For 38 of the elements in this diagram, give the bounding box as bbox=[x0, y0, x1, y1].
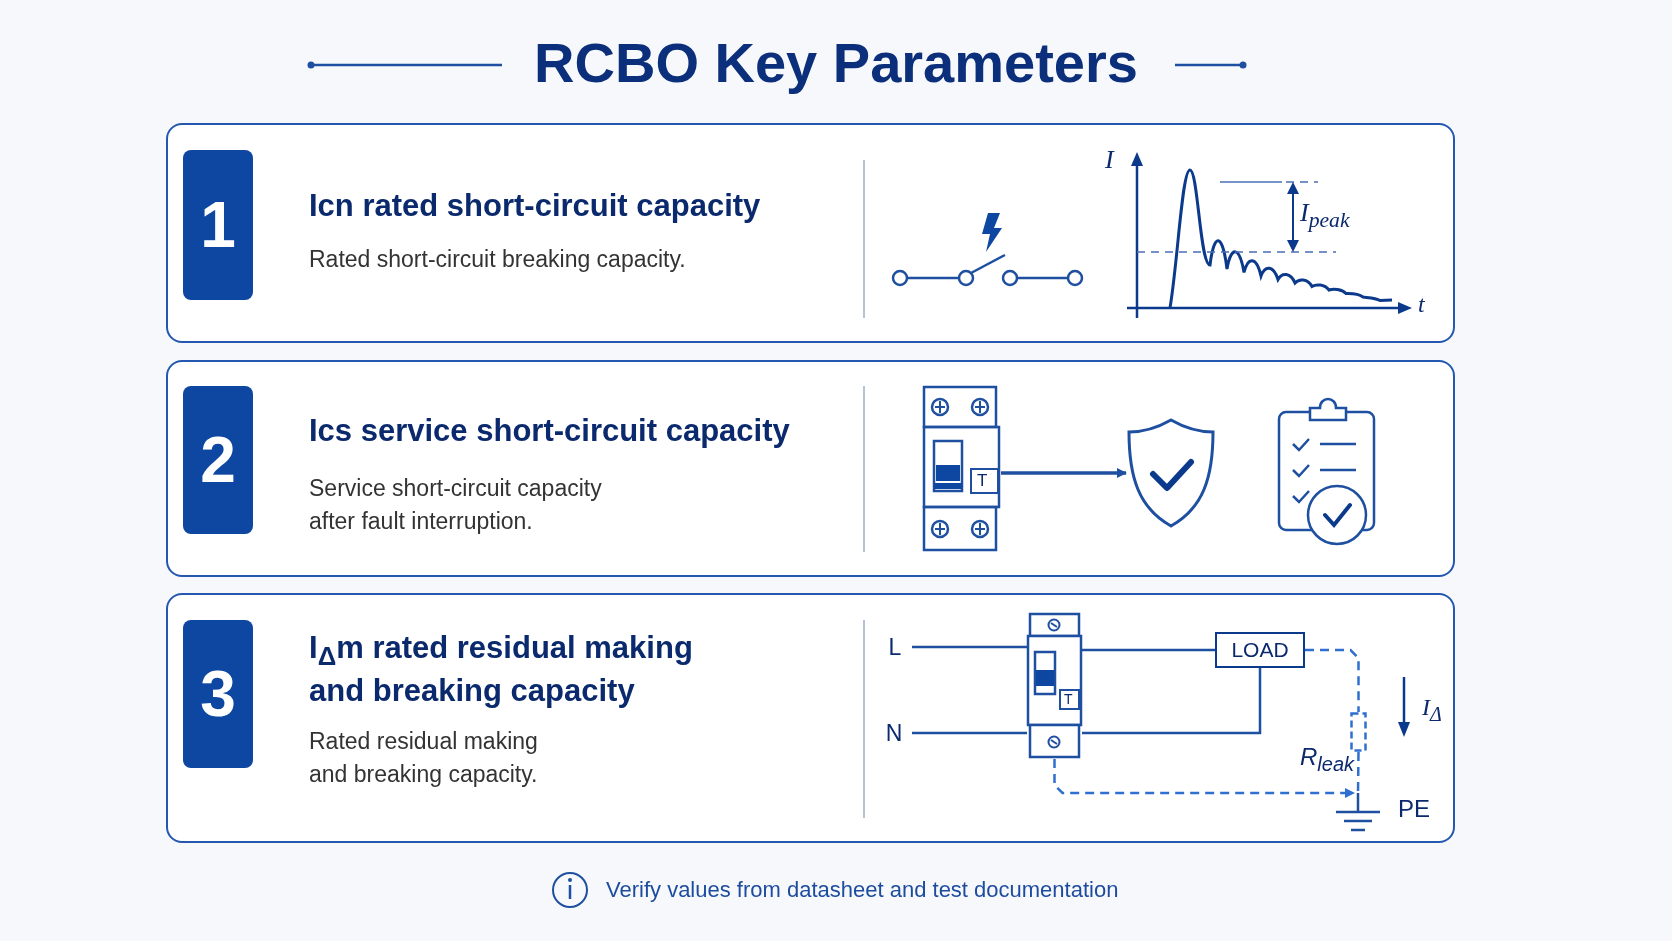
wire bbox=[912, 731, 1027, 735]
title: RCBO Key Parameters bbox=[534, 31, 1138, 94]
current-label: I$_{Δ}$ bbox=[1422, 695, 1442, 724]
arrow bbox=[1053, 759, 1355, 798]
wire bbox=[1305, 648, 1360, 712]
arrow bbox=[1001, 468, 1127, 478]
card-description: Rated residual making and breaking capacity. bbox=[309, 727, 539, 790]
parameter-card bbox=[166, 123, 1455, 343]
graph-label: I$_{peak}$ bbox=[1300, 200, 1350, 232]
wire bbox=[1356, 752, 1360, 793]
terminal-label: N bbox=[880, 718, 908, 748]
resistor-symbol bbox=[1350, 712, 1367, 752]
footnote-text: Verify values from datasheet and test documentation bbox=[606, 877, 1119, 903]
card-heading: Ics service short-circuit capacity bbox=[309, 412, 791, 450]
number-badge: 1 bbox=[183, 150, 253, 300]
test-button-label: T bbox=[977, 472, 988, 489]
parameter-card bbox=[166, 360, 1455, 577]
number-badge: 2 bbox=[183, 386, 253, 534]
card-description: Service short-circuit capacity after fault interruption. bbox=[309, 474, 603, 537]
circuit-breaker-drawing bbox=[922, 385, 1000, 552]
card-description: Rated short-circuit breaking capacity. bbox=[309, 245, 687, 274]
circuit-breaker-drawing bbox=[1027, 612, 1082, 759]
card-heading: I$_{Δ}$m rated residual making and breaking capacity bbox=[309, 629, 694, 710]
wire bbox=[1082, 668, 1262, 735]
load-box: LOAD bbox=[1215, 632, 1305, 668]
number-badge: 3 bbox=[183, 620, 253, 768]
component-label: PE bbox=[1398, 797, 1430, 821]
terminal-label: L bbox=[882, 632, 908, 662]
ground-symbol bbox=[1336, 793, 1380, 833]
wire bbox=[912, 645, 1027, 649]
component-label: R$_{leak}$ bbox=[1300, 745, 1355, 774]
shield-check-icon bbox=[1127, 418, 1215, 528]
axis-label: t bbox=[1418, 292, 1425, 316]
card-heading: Icn rated short-circuit capacity bbox=[309, 187, 762, 225]
wire bbox=[1082, 648, 1215, 652]
parameter-card bbox=[166, 593, 1455, 843]
axis-label: I bbox=[1105, 147, 1114, 173]
test-button-label: T bbox=[1064, 692, 1073, 706]
